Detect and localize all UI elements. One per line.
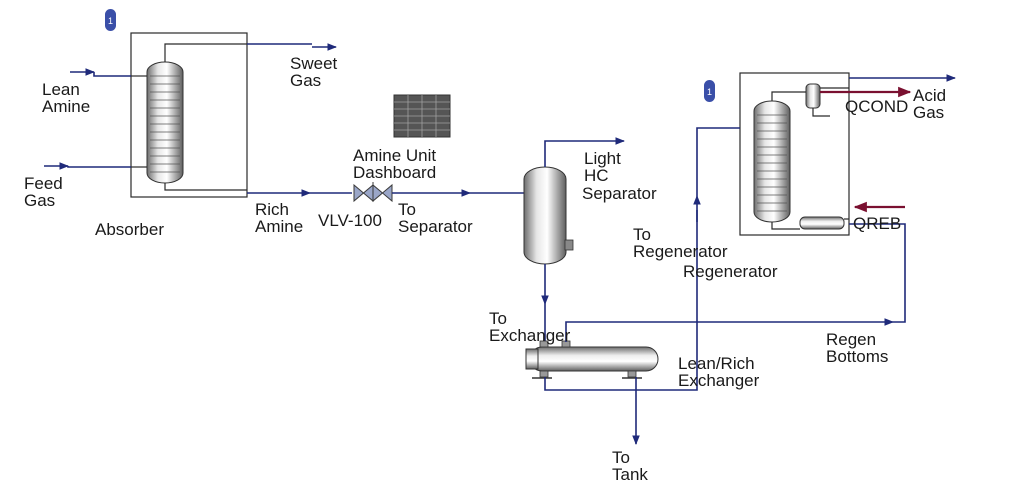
- feed-gas-line: [67, 166, 131, 168]
- exchanger-label: Lean/Rich Exchanger: [678, 354, 760, 390]
- heat-exchanger-icon[interactable]: [525, 340, 659, 379]
- light-hc-stream[interactable]: [544, 137, 625, 167]
- regenerator-subflowsheet-frame[interactable]: [739, 72, 850, 236]
- separator-icon[interactable]: [523, 166, 574, 265]
- acid-gas-label: Acid Gas: [913, 86, 947, 122]
- spreadsheet-icon[interactable]: [393, 94, 451, 138]
- feed-gas-label: Feed Gas: [24, 174, 63, 210]
- reboiler-icon[interactable]: [799, 216, 845, 230]
- regen-bottoms-line: [849, 223, 906, 323]
- light-hc-label: Light HC: [584, 149, 621, 185]
- condenser-icon[interactable]: [805, 83, 821, 109]
- absorber-subflowsheet-frame[interactable]: [130, 32, 248, 198]
- subflowsheet-badge-icon[interactable]: 1: [704, 80, 715, 102]
- lean-return-line: [565, 321, 868, 342]
- to-exchanger-label: To Exchanger: [489, 309, 571, 345]
- dashboard-label: Amine Unit Dashboard: [353, 146, 437, 182]
- valve-label: VLV-100: [318, 211, 382, 230]
- absorber-label: Absorber: [95, 220, 164, 239]
- separator-label: Separator: [582, 184, 657, 203]
- regenerator-label: Regenerator: [683, 262, 778, 281]
- regenerator-badge-text: 1: [707, 87, 712, 97]
- regen-bottoms-label: Regen Bottoms: [826, 330, 889, 366]
- to-separator-label: To Separator: [398, 200, 473, 236]
- regenerator-column-icon[interactable]: [753, 100, 791, 223]
- lean-amine-label: Lean Amine: [42, 80, 91, 116]
- qreb-label: QREB: [853, 214, 902, 233]
- sweet-gas-label: Sweet Gas: [290, 54, 338, 90]
- to-regenerator-line: [696, 127, 740, 196]
- rich-amine-label: Rich Amine: [255, 200, 304, 236]
- to-tank-label: To Tank: [612, 448, 648, 484]
- qcond-label: QCOND: [845, 97, 909, 116]
- absorber-column-icon[interactable]: [146, 61, 184, 184]
- lean-amine-line: [93, 72, 131, 77]
- valve-icon[interactable]: [353, 182, 393, 203]
- subflowsheet-badge-icon[interactable]: 1: [105, 9, 116, 31]
- absorber-badge-text: 1: [108, 16, 113, 26]
- exchanger-outlet-line: [544, 210, 698, 391]
- to-regenerator-label: To Regenerator: [633, 225, 728, 261]
